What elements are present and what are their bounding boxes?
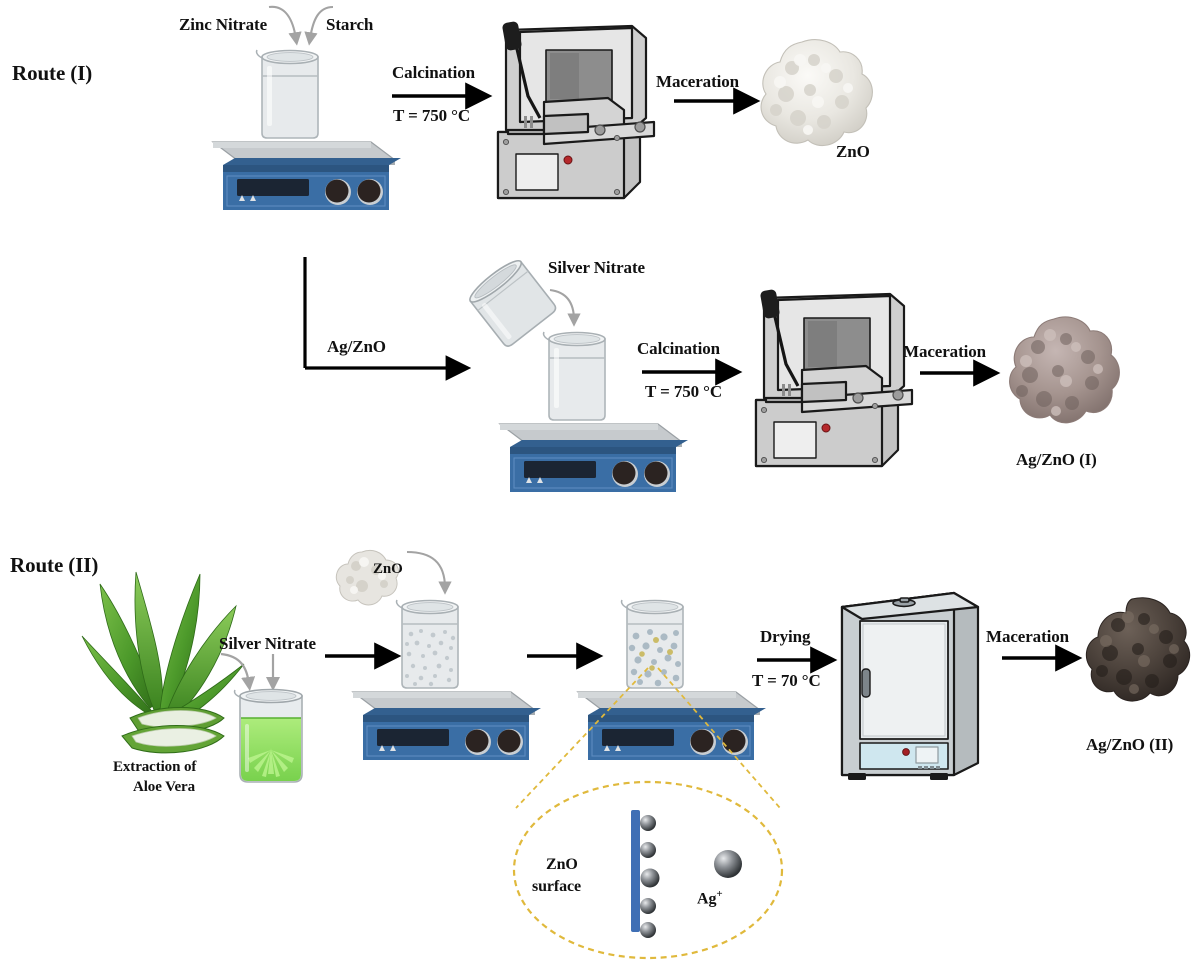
callout-inset-adsorption [488, 658, 808, 963]
product-label-zno: ZnO [836, 142, 870, 161]
muffle-furnace-2 [742, 289, 927, 480]
source-label-extraction-line1: Extraction of [113, 759, 197, 775]
route-1-title: Route (I) [12, 61, 93, 85]
aloe-vera-plant [78, 568, 253, 758]
adsorbed-particles [640, 815, 660, 938]
inset-label-ag-text: Ag [697, 890, 717, 908]
hotplate-stirrer-1 [205, 38, 405, 213]
beaker-aloe-extract [228, 688, 318, 790]
drying-oven [834, 585, 986, 780]
callout-line-left [515, 667, 649, 809]
powder-zno-small [334, 548, 404, 610]
inset-label-zno: ZnO [546, 856, 578, 873]
hotplate-stirrer-3 [345, 588, 545, 763]
hotplate-body-2 [510, 440, 688, 492]
branch-arrow-agzno [300, 255, 480, 385]
hotplate-top-plate-4 [576, 691, 762, 715]
arrow-calcination-2 [640, 358, 743, 386]
inset-label-ag-charge: + [716, 888, 723, 900]
step-condition-drying: T = 70 °C [752, 671, 821, 690]
hotplate-body [223, 158, 401, 210]
arrow-maceration-3 [1000, 644, 1090, 672]
step-label-maceration-3: Maceration [986, 627, 1070, 646]
product-label-agzno-1: Ag/ZnO (I) [1016, 450, 1097, 469]
beaker-zno-dispersion [395, 599, 459, 689]
beaker-zinc-starch [255, 49, 319, 139]
hotplate-stirrer-4 [570, 588, 770, 763]
silver-ion-sphere [714, 850, 742, 878]
step-label-maceration-2: Maceration [903, 342, 987, 361]
hotplate-body-3 [363, 708, 541, 760]
muffle-furnace-1 [484, 21, 669, 212]
step-label-maceration-1: Maceration [656, 72, 740, 91]
arrow-route2-step1 [323, 642, 403, 670]
step-condition-calcination-1: T = 750 °C [393, 106, 471, 125]
inset-label-surface: surface [532, 878, 582, 895]
reagent-label-silver-nitrate-2: Silver Nitrate [219, 634, 316, 653]
source-label-extraction-line2: Aloe Vera [133, 779, 196, 795]
beaker-ag-adsorption [620, 599, 684, 689]
pour-arrow-silver-nitrate [548, 288, 608, 333]
hotplate-body-4 [588, 708, 766, 760]
arrow-route2-step2 [525, 642, 605, 670]
arrow-drying [755, 646, 845, 674]
zno-surface-bar [631, 810, 640, 932]
pour-arrow-zno [405, 550, 475, 602]
reagent-label-starch: Starch [326, 15, 374, 34]
powder-agzno-2 [1082, 595, 1200, 725]
arrow-maceration-2 [918, 359, 1008, 387]
branch-label-agzno: Ag/ZnO [327, 337, 386, 356]
hotplate-top-plate [211, 141, 397, 165]
hotplate-top-plate-2 [498, 423, 684, 447]
reagent-label-zno-powder: ZnO [373, 561, 403, 577]
product-label-agzno-2: Ag/ZnO (II) [1086, 735, 1174, 754]
step-label-calcination-2: Calcination [637, 339, 720, 358]
inset-label-silver-ion: Ag+ [697, 888, 723, 908]
arrow-maceration-1 [672, 87, 762, 115]
route-2-title: Route (II) [10, 553, 99, 577]
step-condition-calcination-2: T = 750 °C [645, 382, 723, 401]
powder-agzno-1 [1000, 313, 1130, 438]
hotplate-top-plate-3 [351, 691, 537, 715]
reagent-label-silver-nitrate-1: Silver Nitrate [548, 258, 645, 277]
powder-zno [752, 36, 882, 156]
arrow-calcination-1 [390, 82, 493, 110]
reagent-label-zinc-nitrate: Zinc Nitrate [179, 15, 268, 34]
reagent-arrows-route2 [219, 652, 309, 700]
beaker-ag-zno-mixture [542, 331, 606, 421]
step-label-calcination-1: Calcination [392, 63, 475, 82]
step-label-drying: Drying [760, 627, 811, 646]
